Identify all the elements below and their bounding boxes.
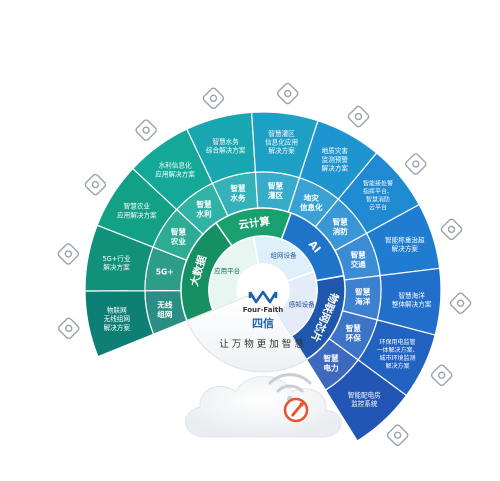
four-faith-logo-icon bbox=[248, 290, 278, 304]
sector-domain-label: 智慧水利 bbox=[196, 199, 212, 219]
sector-domain-label: 无线组网 bbox=[156, 299, 173, 319]
sector-domain-label: 地灾信息化 bbox=[300, 192, 323, 212]
sector-domain-label: 5G+ bbox=[156, 267, 174, 276]
rocket-icon bbox=[283, 397, 309, 423]
center-logo: Four-Faith 四信 让万物更加智慧 bbox=[186, 290, 308, 373]
sector-inner-tint bbox=[329, 310, 378, 360]
sector-domain-label: 智慧环保 bbox=[346, 323, 362, 343]
cloud-shape bbox=[184, 375, 342, 438]
sector-0[interactable]: 物联网无线组网解决方案 无线组网 bbox=[57, 289, 188, 358]
cloud-illustration bbox=[184, 373, 342, 438]
sector-domain-label: 智慧交通 bbox=[351, 249, 367, 269]
sector-inner-tint bbox=[145, 247, 187, 291]
recycle-icon bbox=[430, 364, 453, 387]
tech-segment-label: 云计算 bbox=[238, 215, 271, 232]
device-segment-shape bbox=[208, 235, 260, 312]
irrigation-icon bbox=[276, 82, 299, 105]
sector-inner-tint bbox=[153, 209, 204, 261]
mountain-icon bbox=[347, 105, 370, 128]
sector-solution-label: 物联网无线组网解决方案 bbox=[104, 306, 131, 332]
sector-inner-tint bbox=[176, 183, 228, 235]
sector-inner-tint bbox=[315, 199, 367, 251]
sector-inner-tint bbox=[212, 172, 258, 216]
agriculture-icon bbox=[84, 173, 107, 196]
network-map-icon bbox=[57, 317, 80, 340]
power-icon bbox=[386, 424, 409, 446]
fire-icon bbox=[405, 153, 427, 175]
truck-icon bbox=[440, 218, 463, 241]
wave-icon bbox=[449, 292, 472, 315]
sector-inner-tint bbox=[306, 338, 359, 391]
water-drop-icon bbox=[202, 87, 225, 110]
wifi-signal-icon bbox=[268, 373, 312, 393]
sector-inner-tint bbox=[288, 177, 339, 227]
tech-segment-label: AI bbox=[306, 238, 323, 255]
sector-domain-label: 智慧灌区 bbox=[268, 181, 284, 201]
solution-sectors: 物联网无线组网解决方案 无线组网 5G+行业解决方案 5G+ 智慧农业应用解决方案智慧农… bbox=[57, 82, 472, 446]
dam-icon bbox=[135, 119, 157, 141]
sector-solution-label: 智能配电房监控系统 bbox=[348, 390, 381, 408]
sector-solution-label: 5G+行业解决方案 bbox=[102, 254, 130, 272]
device-segment-0[interactable]: 应用平台 bbox=[208, 235, 260, 312]
brand-cn: 四信 bbox=[252, 316, 274, 330]
sector-solution-label: 地质灾害监测预警解决方案 bbox=[322, 146, 349, 172]
sector-domain-label: 智慧水务 bbox=[230, 183, 246, 203]
sector-solution-label: 智能称重治超解决方案 bbox=[385, 235, 425, 253]
sector-domain-label: 智慧电力 bbox=[323, 353, 339, 373]
device-segment-label: 感知设备 bbox=[289, 299, 316, 308]
sector-domain-label: 智慧消防 bbox=[333, 216, 349, 236]
sector-solution-label: 智慧农业应用解决方案 bbox=[117, 202, 157, 220]
sector-domain-label: 智慧农业 bbox=[170, 227, 187, 247]
sector-solution-label: 智慧水务综合解决方案 bbox=[206, 137, 246, 155]
sector-11[interactable]: 智能配电房监控系统 智慧电力 bbox=[305, 337, 409, 447]
sector-solution-label: 环保用电监管一体解决方案、城市环境监测解决方案 bbox=[376, 338, 418, 370]
sector-inner-tint bbox=[255, 172, 300, 213]
sector-solution-label: 智慧灌区信息化应用解决方案 bbox=[265, 129, 298, 155]
brand-en: Four-Faith bbox=[243, 306, 283, 314]
5g-icon bbox=[57, 243, 80, 265]
sector-solution-label: 智慧海洋整体解决方案 bbox=[392, 291, 432, 309]
sector-inner-tint bbox=[334, 233, 381, 281]
device-segment-label: 应用平台 bbox=[214, 266, 240, 275]
sector-domain-label: 智慧海洋 bbox=[355, 287, 371, 307]
sector-9[interactable]: 智慧海洋整体解决方案 智慧海洋 bbox=[341, 267, 472, 336]
slogan: 让万物更加智慧 bbox=[219, 338, 307, 350]
device-segment-label: 组网设备 bbox=[271, 250, 298, 259]
sector-inner-tint bbox=[342, 275, 381, 320]
sector-inner-tint bbox=[145, 290, 187, 335]
sector-solution-label: 智能接处警指挥平台、智慧消防云平台 bbox=[363, 179, 393, 211]
sector-solution-label: 水利信息化应用解决方案 bbox=[155, 161, 195, 179]
